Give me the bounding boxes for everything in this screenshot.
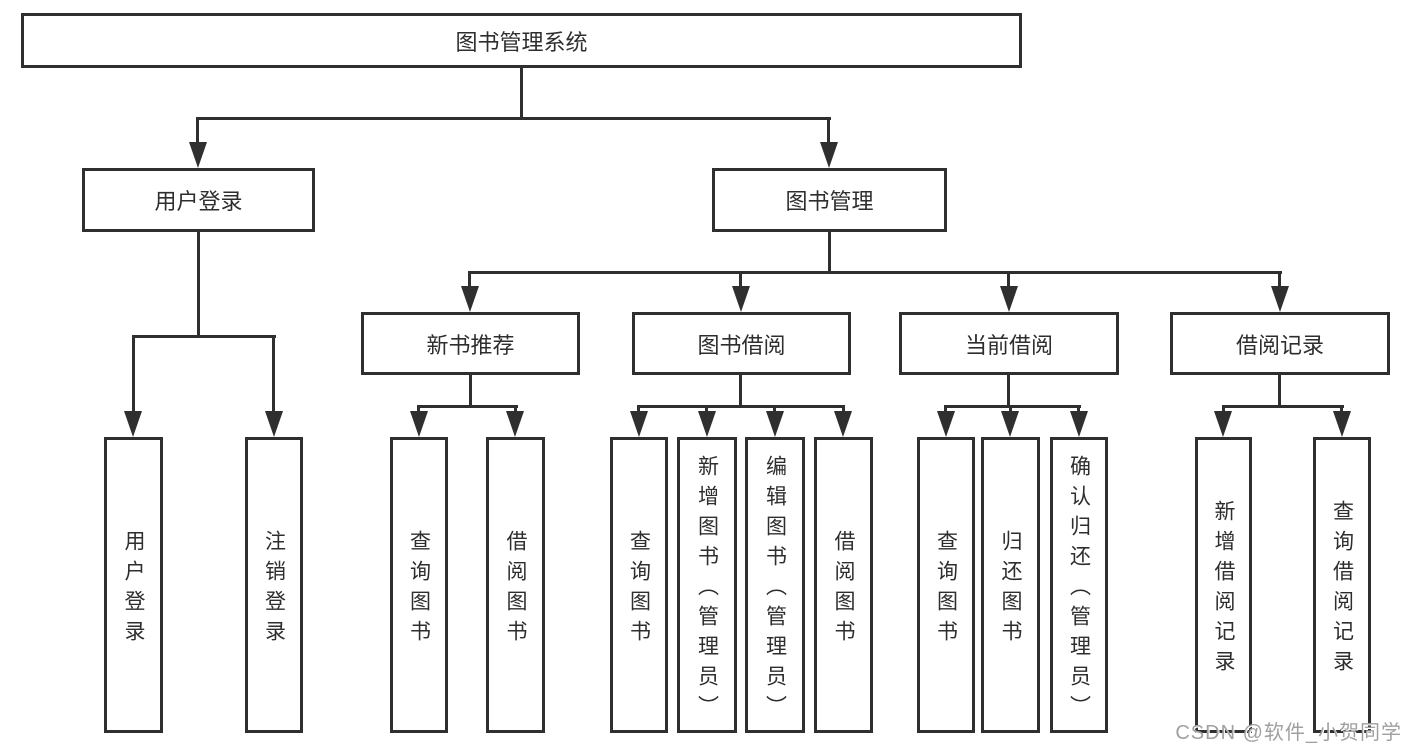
node-leaf-borrow-book-1: 借阅图书 [486, 437, 545, 733]
node-new-book-recommend-label: 新书推荐 [426, 332, 515, 358]
node-book-borrow-label: 图书借阅 [697, 332, 786, 358]
connector-vline [1278, 271, 1281, 289]
connector-vline [944, 405, 947, 415]
arrowhead-down [189, 142, 207, 168]
connector-vline [705, 405, 708, 415]
arrowhead-down [265, 411, 283, 437]
connector-vline [514, 405, 517, 415]
watermark: CSDN @软件_小贺同学 [1175, 722, 1402, 744]
connector-hline [469, 271, 1282, 274]
connector-hline [1222, 405, 1344, 408]
node-current-borrow: 当前借阅 [899, 312, 1119, 375]
connector-vline [637, 405, 640, 415]
node-leaf-query-books-1-label: 查询图书 [407, 529, 431, 650]
connector-vline [1077, 405, 1080, 415]
connector-vline [272, 335, 275, 414]
connector-vline [1222, 405, 1225, 415]
arrowhead-down [124, 411, 142, 437]
node-book-management: 图书管理 [712, 168, 947, 232]
node-leaf-confirm-return-admin-label: 确认归还（管理员） [1067, 454, 1091, 725]
node-leaf-logout: 注销登录 [245, 437, 303, 733]
node-leaf-borrow-book-1-label: 借阅图书 [504, 529, 527, 650]
node-new-book-recommend: 新书推荐 [361, 312, 580, 375]
arrowhead-down [937, 411, 955, 437]
connector-hline [196, 117, 831, 120]
node-borrow-records-label: 借阅记录 [1235, 332, 1324, 358]
arrowhead-down [1001, 411, 1019, 437]
node-leaf-query-books-3: 查询图书 [917, 437, 975, 733]
node-leaf-return-book: 归还图书 [981, 437, 1040, 733]
node-leaf-confirm-return-admin: 确认归还（管理员） [1050, 437, 1108, 733]
connector-vline [1007, 271, 1010, 289]
node-current-borrow-label: 当前借阅 [964, 332, 1053, 358]
connector-vline [1007, 375, 1010, 408]
connector-vline [842, 405, 845, 415]
arrowhead-down [1214, 411, 1232, 437]
arrowhead-down [1000, 286, 1018, 312]
arrowhead-down [834, 411, 852, 437]
node-leaf-query-borrow-record-label: 查询借阅记录 [1330, 499, 1354, 680]
node-leaf-query-books-1: 查询图书 [390, 437, 448, 733]
node-leaf-query-books-2: 查询图书 [610, 437, 668, 733]
node-leaf-edit-book-admin: 编辑图书（管理员） [745, 437, 805, 733]
arrowhead-down [766, 411, 784, 437]
connector-vline [197, 232, 200, 338]
connector-vline [773, 405, 776, 415]
node-book-management-label: 图书管理 [785, 189, 874, 214]
arrowhead-down [410, 411, 428, 437]
connector-vline [1278, 375, 1281, 408]
node-leaf-add-borrow-record-label: 新增借阅记录 [1212, 499, 1235, 680]
connector-vline [469, 375, 472, 408]
node-leaf-query-books-2-label: 查询图书 [627, 529, 651, 650]
arrowhead-down [698, 411, 716, 437]
arrowhead-down [1333, 411, 1351, 437]
node-leaf-query-books-3-label: 查询图书 [934, 529, 958, 650]
connector-hline [637, 405, 845, 408]
node-leaf-query-borrow-record: 查询借阅记录 [1313, 437, 1371, 733]
node-leaf-edit-book-admin-label: 编辑图书（管理员） [763, 454, 787, 725]
node-leaf-add-book-admin-label: 新增图书（管理员） [695, 454, 719, 725]
connector-vline [417, 405, 420, 415]
connector-hline [944, 405, 1081, 408]
connector-vline [1340, 405, 1343, 415]
arrowhead-down [506, 411, 524, 437]
connector-vline [1009, 405, 1012, 415]
node-book-borrow: 图书借阅 [632, 312, 851, 375]
node-leaf-user-login-label: 用户登录 [122, 529, 145, 650]
connector-vline [520, 68, 523, 117]
arrowhead-down [630, 411, 648, 437]
arrowhead-down [1271, 286, 1289, 312]
arrowhead-down [820, 142, 838, 168]
connector-vline [132, 335, 135, 414]
arrowhead-down [1070, 411, 1088, 437]
connector-vline [468, 271, 471, 289]
connector-vline [739, 271, 742, 289]
connector-vline [827, 117, 830, 145]
connector-vline [739, 375, 742, 408]
connector-vline [196, 117, 199, 145]
node-user-login: 用户登录 [82, 168, 315, 232]
connector-hline [417, 405, 518, 408]
node-user-login-label: 用户登录 [154, 189, 243, 214]
node-leaf-add-book-admin: 新增图书（管理员） [677, 437, 737, 733]
node-leaf-borrow-book-2-label: 借阅图书 [832, 529, 855, 650]
node-leaf-user-login: 用户登录 [104, 437, 163, 733]
node-root: 图书管理系统 [21, 13, 1022, 68]
connector-hline [132, 335, 276, 338]
node-leaf-return-book-label: 归还图书 [999, 529, 1022, 650]
node-root-label: 图书管理系统 [455, 29, 588, 55]
node-leaf-borrow-book-2: 借阅图书 [814, 437, 873, 733]
connector-vline [828, 232, 831, 271]
node-borrow-records: 借阅记录 [1170, 312, 1390, 375]
node-leaf-logout-label: 注销登录 [262, 529, 286, 650]
node-leaf-add-borrow-record: 新增借阅记录 [1195, 437, 1252, 733]
arrowhead-down [732, 286, 750, 312]
arrowhead-down [461, 286, 479, 312]
